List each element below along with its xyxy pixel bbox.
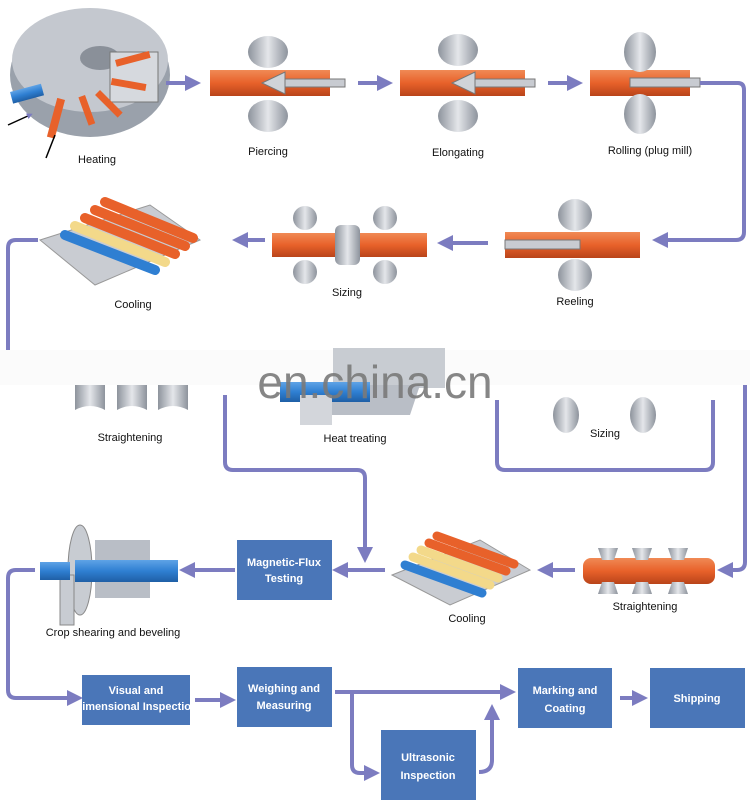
svg-text:Marking and: Marking and <box>533 685 598 697</box>
svg-text:Shipping: Shipping <box>673 693 720 705</box>
weighing-measuring-box: Weighing and Measuring <box>237 667 332 727</box>
sizing-enclosure-line <box>495 400 715 472</box>
svg-text:Weighing and: Weighing and <box>248 683 320 695</box>
sizing-mill-illustration <box>272 206 427 284</box>
svg-text:Magnetic-Flux: Magnetic-Flux <box>247 557 322 569</box>
flow-connector <box>652 81 746 248</box>
watermark: en.china.cn <box>257 356 492 408</box>
label-crop-shearing: Crop shearing and beveling <box>46 627 181 639</box>
cooling-bed-illustration <box>38 197 202 286</box>
label-rolling: Rolling (plug mill) <box>608 145 692 157</box>
label-cooling-1: Cooling <box>114 299 151 311</box>
ultrasonic-inspection-box: Ultrasonic Inspection <box>381 730 476 800</box>
reeling-mill-illustration <box>504 199 640 291</box>
flow-connector <box>223 395 373 563</box>
label-cooling-2: Cooling <box>448 613 485 625</box>
visual-dimensional-inspection-box: Visual and Dimensional Inspection <box>74 675 198 725</box>
svg-text:Testing: Testing <box>265 573 303 585</box>
svg-text:Inspection: Inspection <box>400 770 455 782</box>
elongating-mill-illustration <box>400 34 536 132</box>
sizing-rolls-illustration <box>553 397 656 433</box>
magnetic-flux-testing-box: Magnetic-Flux Testing <box>237 540 332 600</box>
label-reeling: Reeling <box>556 296 593 308</box>
label-heat-treating: Heat treating <box>324 433 387 445</box>
flow-connector <box>717 385 747 578</box>
plug-mill-illustration <box>590 32 701 134</box>
label-heating: Heating <box>78 154 116 166</box>
flow-connector <box>6 568 83 706</box>
piercing-mill-illustration <box>210 36 346 132</box>
flow-branch <box>478 704 500 774</box>
heat-treating-furnace-illustration <box>280 348 445 425</box>
cooling-bed-illustration-2 <box>390 531 532 606</box>
label-sizing-1: Sizing <box>332 287 362 299</box>
svg-text:Dimensional Inspection: Dimensional Inspection <box>74 701 198 713</box>
label-straightening-1: Straightening <box>98 432 163 444</box>
label-elongating: Elongating <box>432 147 484 159</box>
svg-text:Ultrasonic: Ultrasonic <box>401 752 455 764</box>
shipping-box: Shipping <box>650 668 745 728</box>
flow-branch <box>350 692 380 781</box>
label-sizing-2: Sizing <box>590 428 620 440</box>
svg-text:Visual and: Visual and <box>109 685 164 697</box>
marking-coating-box: Marking and Coating <box>518 668 612 728</box>
straightening-machine-illustration <box>583 548 715 594</box>
label-straightening-2: Straightening <box>613 601 678 613</box>
straightening-rolls-illustration <box>75 385 188 410</box>
svg-text:Coating: Coating <box>545 703 586 715</box>
heating-furnace-illustration <box>7 8 170 159</box>
crop-shearing-machine-illustration <box>40 524 178 626</box>
svg-text:Measuring: Measuring <box>256 700 311 712</box>
flow-connector <box>6 238 38 350</box>
label-piercing: Piercing <box>248 146 288 158</box>
